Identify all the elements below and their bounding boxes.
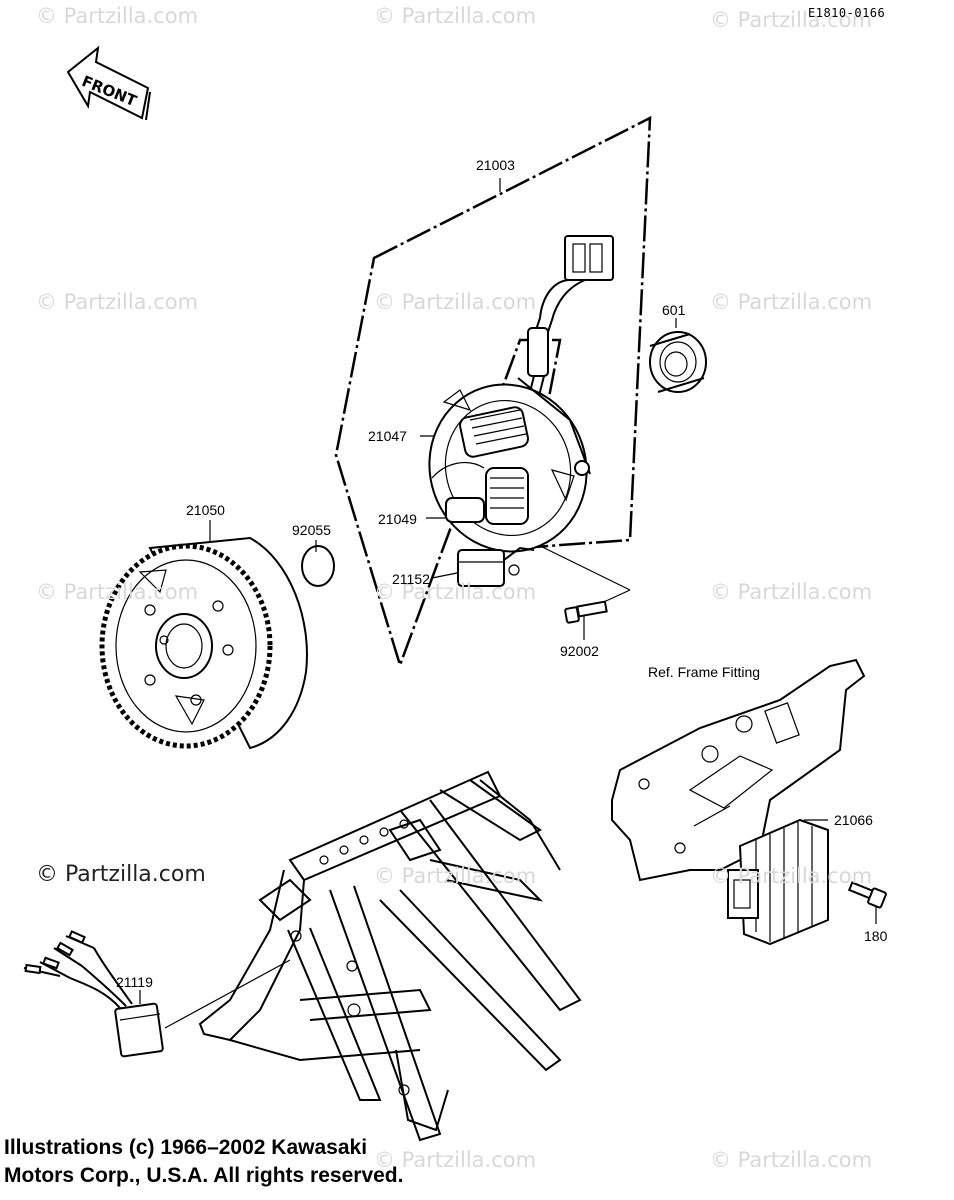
diagram-code: E1810-0166 [808, 6, 886, 20]
stator-assembly-boundary [334, 115, 652, 669]
regulator-21066 [727, 818, 829, 946]
bolt-92002 [564, 600, 608, 624]
cdi-unit-21119 [23, 930, 164, 1058]
watermark: © Partzilla.com [36, 290, 199, 314]
bearing-601 [649, 331, 707, 393]
watermark: © Partzilla.com [710, 580, 873, 604]
flywheel-21050 [99, 536, 308, 750]
watermark: © Partzilla.com [374, 1148, 537, 1172]
part-label-21049: 21049 [378, 511, 417, 527]
watermark: © Partzilla.com [374, 4, 537, 28]
watermark: © Partzilla.com [374, 290, 537, 314]
copyright-line-1: Illustrations (c) 1966–2002 Kawasaki [4, 1136, 368, 1159]
part-label-21003: 21003 [476, 157, 515, 173]
o-ring-92055 [301, 545, 335, 587]
watermark: © Partzilla.com [374, 864, 537, 888]
ref-frame-fitting-label: Ref. Frame Fitting [648, 664, 761, 680]
part-label-21050: 21050 [186, 502, 225, 518]
bolt-180 [847, 881, 887, 909]
watermark: © Partzilla.com [36, 4, 199, 28]
watermark: © Partzilla.com [36, 580, 199, 604]
part-label-92002: 92002 [560, 643, 599, 659]
watermark-copyright: © Partzilla.com [36, 862, 206, 887]
exciter-coil-21047 [459, 406, 529, 458]
part-label-601: 601 [662, 302, 686, 318]
frame-fitting-bracket [611, 658, 866, 882]
part-label-21119: 21119 [116, 974, 153, 990]
watermark: © Partzilla.com [374, 580, 537, 604]
pickup-coil-21152 [457, 546, 535, 587]
front-arrow [66, 45, 151, 121]
watermark: © Partzilla.com [710, 864, 873, 888]
watermark: © Partzilla.com [710, 290, 873, 314]
part-label-21152: 21152 [392, 571, 430, 587]
watermark: © Partzilla.com [710, 8, 873, 32]
part-label-21066: 21066 [834, 812, 873, 828]
part-label-21047: 21047 [368, 428, 407, 444]
stator-wire-harness [515, 235, 614, 405]
part-label-180: 180 [864, 928, 888, 944]
charging-coil-21049 [431, 461, 529, 525]
watermark: © Partzilla.com [710, 1148, 873, 1172]
copyright-line-2: Motors Corp., U.S.A. All rights reserved… [4, 1164, 404, 1187]
part-label-92055: 92055 [292, 522, 331, 538]
vehicle-frame [198, 770, 582, 1142]
